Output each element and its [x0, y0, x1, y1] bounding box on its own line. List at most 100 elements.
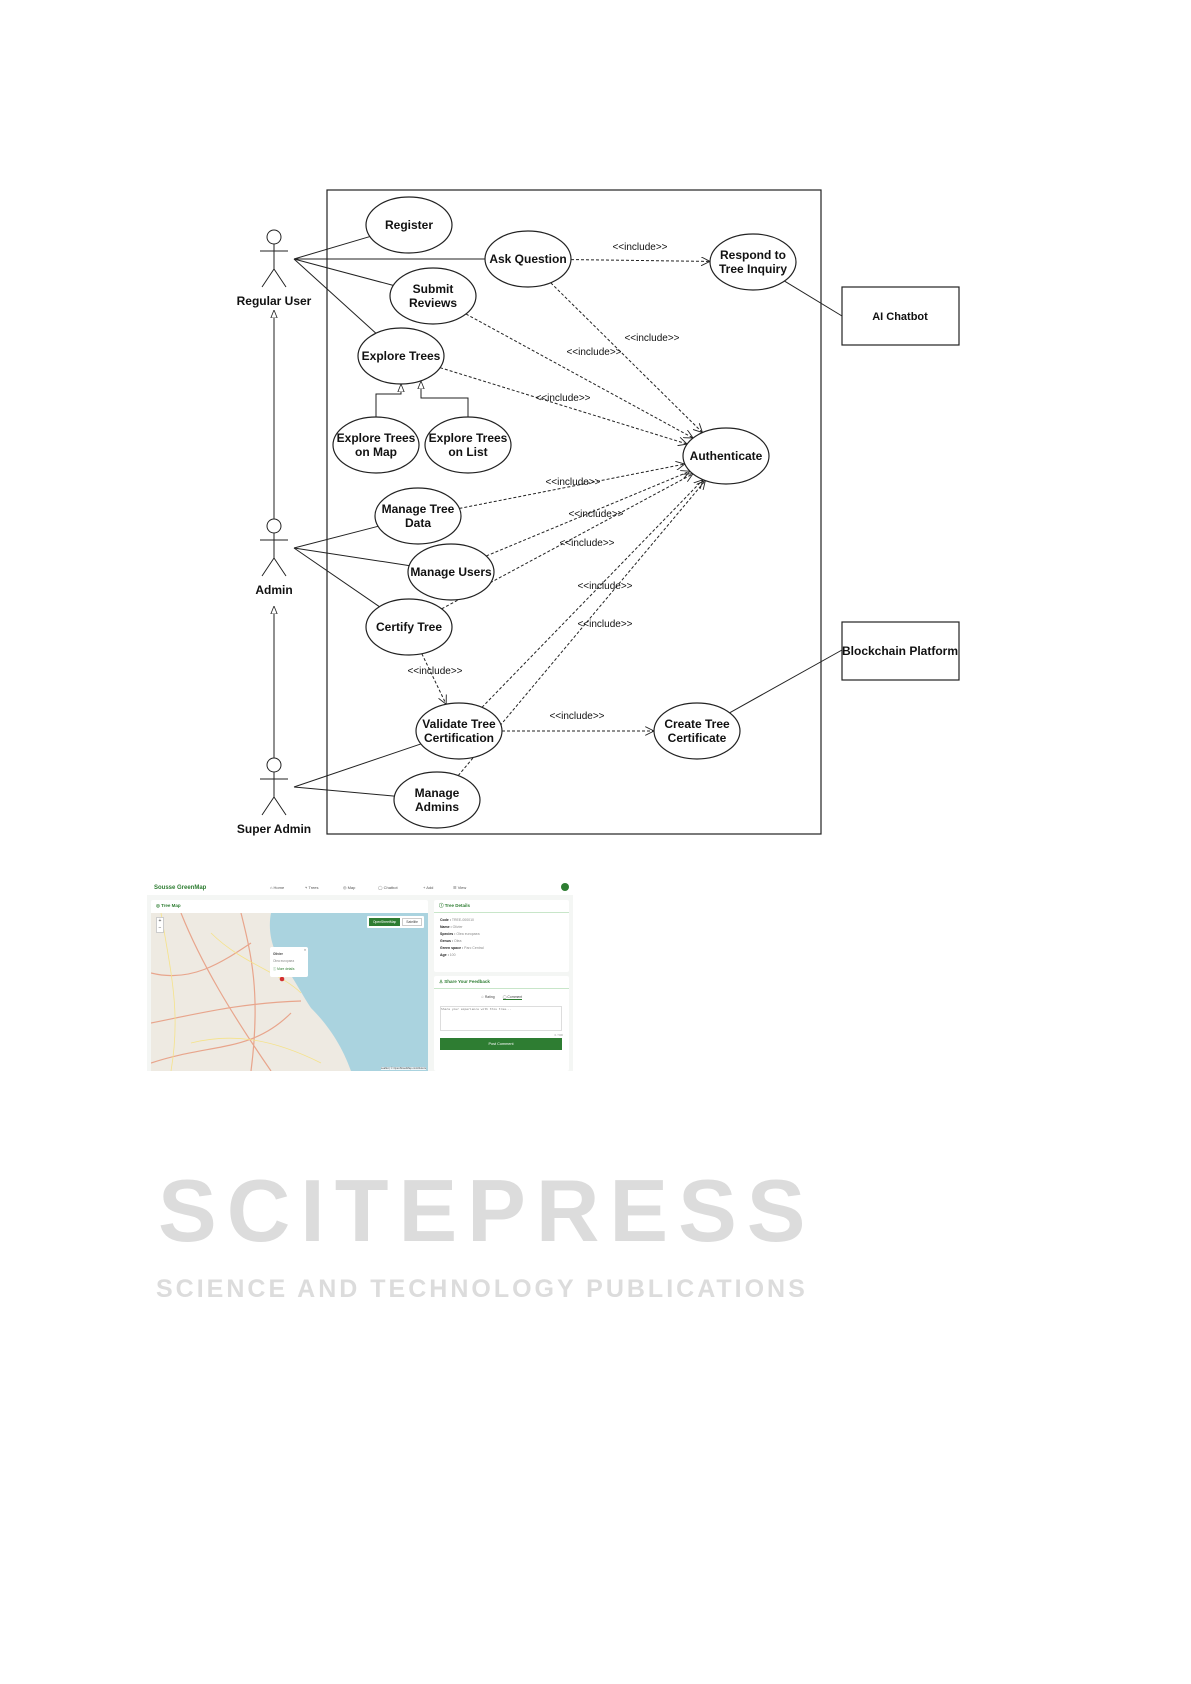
- details-title: ⓘ Tree Details: [434, 900, 569, 913]
- nav-home[interactable]: ⌂ Home: [270, 885, 285, 890]
- include-label: <<include>>: [559, 538, 614, 549]
- generalization-line: [375, 384, 401, 417]
- actor-label: Regular User: [237, 294, 312, 308]
- post-comment-button[interactable]: Post Comment: [440, 1038, 562, 1050]
- layer-openstreetmap[interactable]: OpenStreetMap: [368, 918, 401, 926]
- system-boundary: [326, 189, 822, 835]
- use-case-label: Certificate: [668, 731, 727, 745]
- use-case-label: Explore Trees: [429, 431, 508, 445]
- use-case-label: Explore Trees: [362, 349, 441, 363]
- actor-label: Super Admin: [237, 822, 311, 836]
- use-case-label: Respond to: [720, 248, 786, 262]
- use-case-label: Authenticate: [690, 449, 763, 463]
- detail-value: Parc Central: [464, 945, 484, 950]
- detail-row: Green space : Parc Central: [434, 944, 569, 951]
- use-case-label: Certify Tree: [376, 620, 442, 634]
- tab-rating[interactable]: ☆ Rating: [480, 995, 495, 999]
- nav-trees[interactable]: ⑂ Trees: [305, 885, 319, 890]
- popup-more-details-link[interactable]: ⓘ More details: [273, 967, 295, 971]
- nav-view[interactable]: ☰ View: [453, 885, 467, 890]
- include-relation: [486, 471, 690, 557]
- external-system-ai-chatbot[interactable]: AI Chatbot: [841, 286, 960, 346]
- detail-row: Species : Olea europaea: [434, 930, 569, 937]
- include-label: <<include>>: [577, 619, 632, 630]
- include-relation: [550, 282, 703, 433]
- tree-map-card: ◎ Tree Map + − OpenStreetMap Satellite ×…: [151, 900, 428, 1071]
- use-case-label: Manage Tree: [382, 502, 455, 516]
- map-popup: × Olivier Olea europaea ⓘ More details: [270, 947, 308, 977]
- nav-chatbot[interactable]: ◯ Chatbot: [378, 885, 398, 890]
- association-line: [293, 258, 394, 286]
- detail-label: Species :: [440, 931, 456, 936]
- actor-admin[interactable]: Admin: [255, 518, 293, 597]
- use-case-ask-question[interactable]: Ask Question: [484, 230, 572, 288]
- actor-regular-user[interactable]: Regular User: [237, 229, 312, 308]
- popup-name: Olivier: [273, 952, 283, 956]
- brand-logo[interactable]: Sousse GreenMap: [154, 884, 207, 891]
- zoom-in-button[interactable]: +: [158, 918, 162, 924]
- use-case-label: Tree Inquiry: [719, 262, 787, 276]
- user-avatar[interactable]: [561, 883, 569, 891]
- nav-map[interactable]: ◎ Map: [343, 885, 356, 890]
- use-case-label: Register: [385, 218, 433, 232]
- association-line: [293, 547, 380, 608]
- use-case-label: Explore Trees: [337, 431, 416, 445]
- feedback-title: ♙ Share Your Feedback: [434, 976, 569, 989]
- include-label: <<include>>: [549, 711, 604, 722]
- external-system-blockchain-platform[interactable]: Blockchain Platform: [841, 621, 960, 681]
- navbar: Sousse GreenMap ⌂ Home ⑂ Trees ◎ Map ◯ C…: [147, 880, 573, 895]
- use-case-certify-tree[interactable]: Certify Tree: [365, 598, 453, 656]
- use-case-label: Create Tree: [664, 717, 730, 731]
- map-view[interactable]: + − OpenStreetMap Satellite × Olivier Ol…: [151, 913, 428, 1071]
- comment-input[interactable]: [440, 1006, 562, 1031]
- use-case-manage-users[interactable]: Manage Users: [407, 543, 495, 601]
- use-case-register[interactable]: Register: [365, 196, 453, 254]
- detail-value: Olea: [454, 938, 462, 943]
- generalization-line: [421, 381, 469, 417]
- layer-satellite[interactable]: Satellite: [402, 918, 422, 926]
- include-label: <<include>>: [535, 393, 590, 404]
- nav-add[interactable]: + Add: [423, 885, 434, 890]
- use-case-label: Manage: [415, 786, 460, 800]
- use-case-label: Validate Tree: [422, 717, 496, 731]
- association-line: [293, 547, 410, 567]
- include-label: <<include>>: [577, 581, 632, 592]
- detail-row: Genus : Olea: [434, 937, 569, 944]
- app-screenshot: Sousse GreenMap ⌂ Home ⑂ Trees ◎ Map ◯ C…: [147, 880, 573, 1071]
- actor-super-admin[interactable]: Super Admin: [237, 757, 311, 836]
- include-relation: [457, 481, 705, 776]
- include-relation: [459, 464, 684, 509]
- use-case-label: on Map: [355, 445, 397, 459]
- use-case-authenticate[interactable]: Authenticate: [682, 427, 770, 485]
- map-tiles: [151, 913, 428, 1071]
- popup-close-icon[interactable]: ×: [304, 948, 306, 952]
- tab-comment[interactable]: ◯ Comment: [502, 995, 523, 1000]
- use-case-explore-trees[interactable]: Explore Trees: [357, 327, 445, 385]
- detail-value: 100: [449, 952, 456, 957]
- use-case-label: Ask Question: [489, 252, 566, 266]
- use-case-label: Admins: [415, 800, 459, 814]
- zoom-out-button[interactable]: −: [158, 925, 162, 931]
- association-line: [784, 280, 843, 317]
- include-relation: [421, 653, 446, 705]
- map-attribution[interactable]: Leaflet | © OpenStreetMap contributors: [380, 1067, 426, 1070]
- include-relation: [570, 260, 710, 262]
- include-label: <<include>>: [612, 242, 667, 253]
- use-case-label: Reviews: [409, 296, 457, 310]
- detail-value: Olivier: [452, 924, 463, 929]
- popup-species: Olea europaea: [273, 959, 295, 963]
- include-label: <<include>>: [568, 509, 623, 520]
- association-line: [729, 649, 843, 714]
- association-line: [293, 786, 395, 797]
- use-case-label: Submit: [413, 282, 454, 296]
